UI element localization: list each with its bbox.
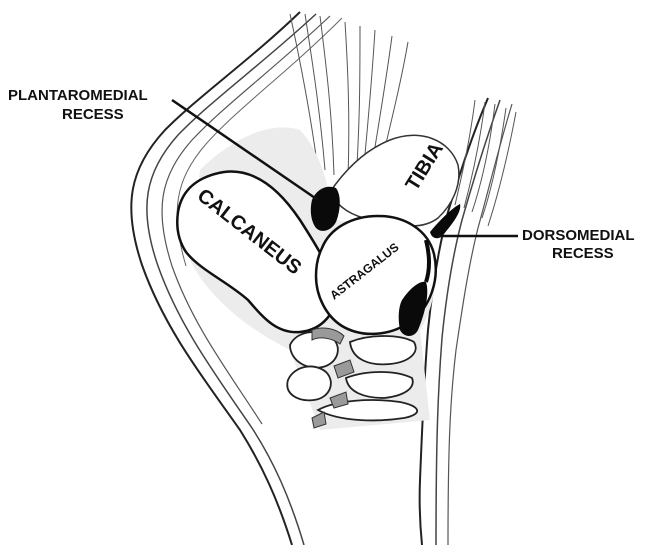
plantaromedial-label-line1: PLANTAROMEDIAL [8,87,148,104]
plantaromedial-label-line2: RECESS [62,106,124,123]
tarsal-bones [287,332,417,421]
dorsomedial-label-line2: RECESS [552,245,614,262]
dorsomedial-label-line1: DORSOMEDIAL [522,227,635,244]
